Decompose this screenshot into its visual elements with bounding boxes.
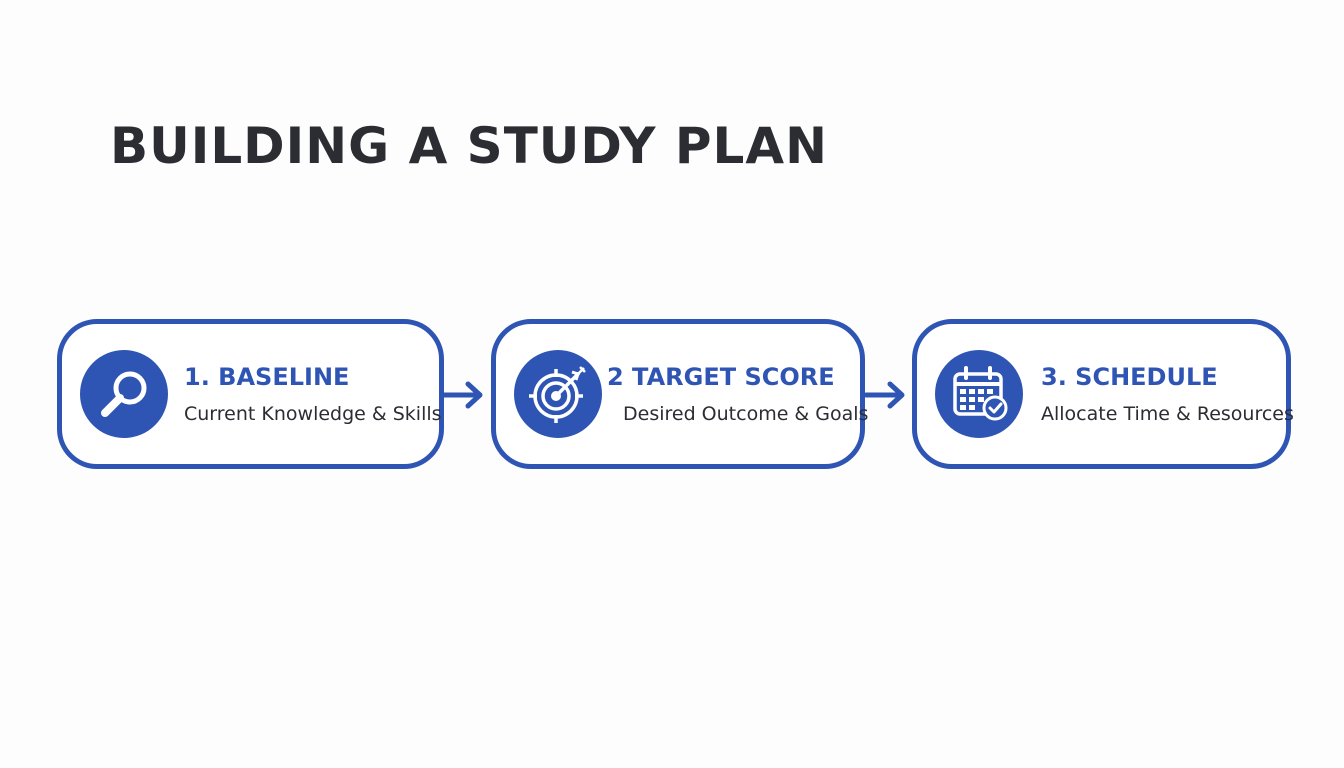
step-schedule: 3. SCHEDULE Allocate Time & Resources: [912, 319, 1294, 469]
step-description: Current Knowledge & Skills: [184, 403, 442, 425]
calendar-check-icon: [935, 350, 1023, 438]
step-baseline: 1. BASELINE Current Knowledge & Skills: [57, 319, 444, 469]
target-arrow-icon: [514, 350, 602, 438]
step-description: Allocate Time & Resources: [1041, 403, 1294, 425]
step-target-score: 2 TARGET SCORE Desired Outcome & Goals: [491, 319, 869, 469]
arrow-right-icon: [442, 381, 483, 409]
magnifying-glass-icon: [80, 350, 168, 438]
page-title: BUILDING A STUDY PLAN: [110, 117, 828, 175]
step-description: Desired Outcome & Goals: [623, 403, 869, 425]
step-title: 1. BASELINE: [184, 363, 350, 391]
arrow-right-icon: [864, 381, 905, 409]
step-title: 2 TARGET SCORE: [607, 363, 835, 391]
step-title: 3. SCHEDULE: [1041, 363, 1218, 391]
